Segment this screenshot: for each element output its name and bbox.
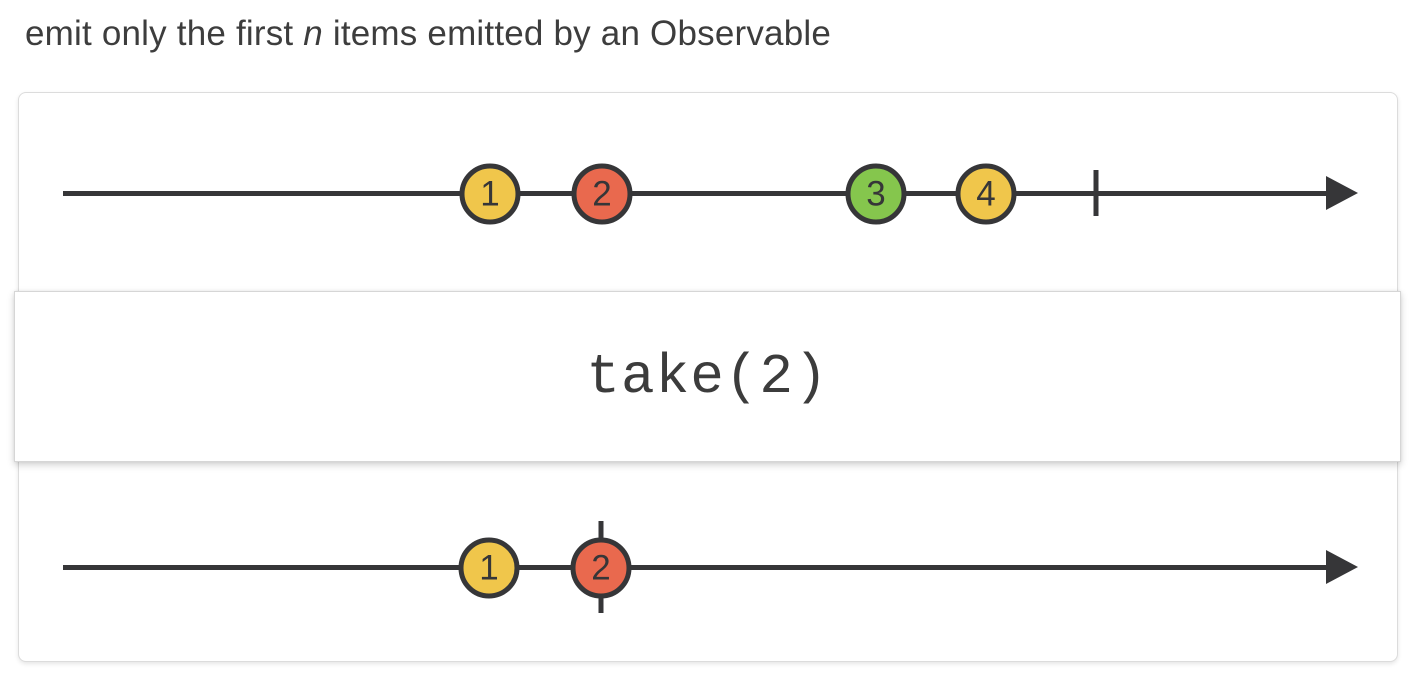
marble-2: 2 [571,163,633,225]
page-title: emit only the first n items emitted by a… [25,14,831,54]
marble-1: 1 [458,537,520,599]
marble-4: 4 [955,163,1017,225]
title-text-after: items emitted by an Observable [322,14,832,53]
title-text-before: emit only the first [25,14,304,53]
source-complete-tick [1093,170,1099,216]
marble-3: 3 [845,163,907,225]
source-timeline-track [63,190,1329,196]
title-variable-n: n [303,14,323,53]
output-arrowhead-icon [1326,550,1358,584]
marble-2: 2 [570,537,632,599]
operator-box: take(2) [14,291,1401,462]
output-timeline-track [63,564,1329,570]
marble-1: 1 [459,163,521,225]
source-arrowhead-icon [1326,176,1358,210]
operator-label: take(2) [586,344,829,409]
